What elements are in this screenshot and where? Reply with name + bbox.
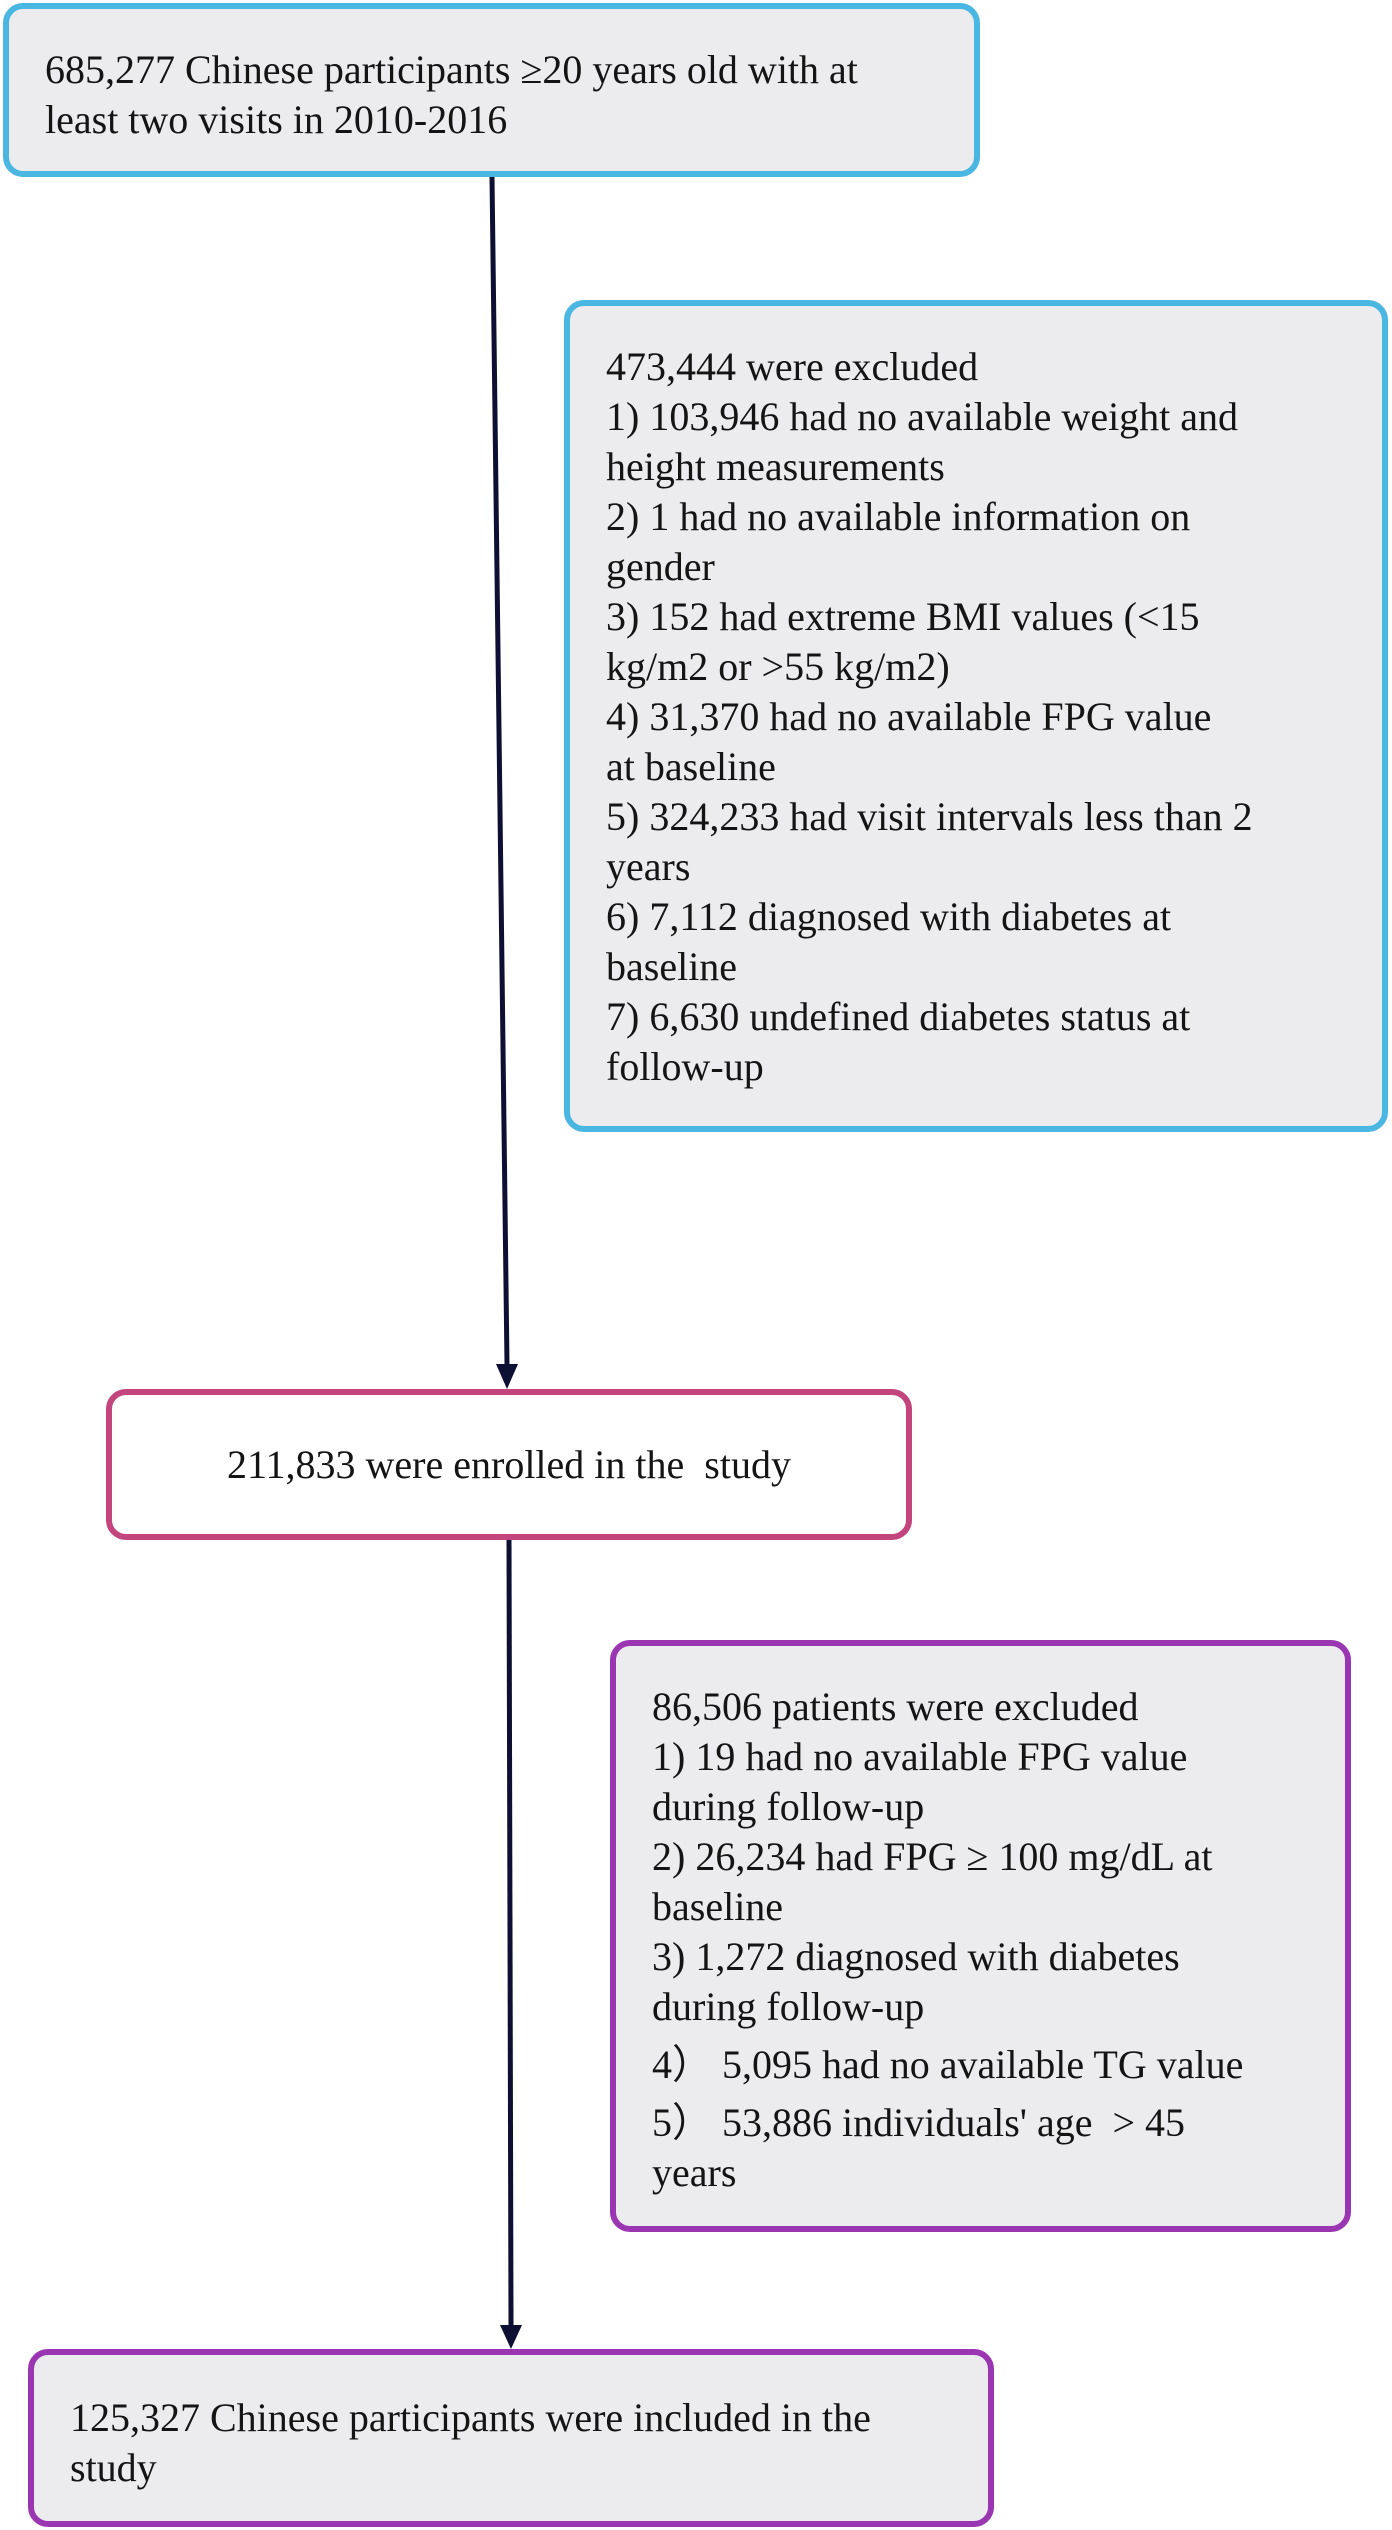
exclusion-1-line: follow-up [606,1044,764,1089]
exclusion-1-line: 5) 324,233 had visit intervals less than… [606,794,1253,839]
arrowhead-final [500,2325,522,2349]
start-line: 685,277 Chinese participants ≥20 years o… [45,47,858,92]
arrowhead-enrolled [496,1364,518,1389]
exclusion-box-2: 86,506 patients were excluded 1) 19 had … [610,1640,1351,2232]
final-line: 125,327 Chinese participants were includ… [70,2395,871,2440]
exclusion-1-line: 3) 152 had extreme BMI values (<15 [606,594,1200,639]
exclusion-1-line: height measurements [606,444,945,489]
exclusion-2-line: baseline [652,1884,784,1929]
exclusion-2-line: years [652,2150,737,2195]
exclusion-2-heading: 86,506 patients were excluded [652,1684,1139,1729]
exclusion-1-line: kg/m2 or >55 kg/m2) [606,644,950,689]
exclusion-1-line: 7) 6,630 undefined diabetes status at [606,994,1191,1039]
exclusion-1-line: 6) 7,112 diagnosed with diabetes at [606,894,1172,939]
exclusion-1-line: years [606,844,691,889]
exclusion-1-line: at baseline [606,744,776,789]
final-box: 125,327 Chinese participants were includ… [28,2349,994,2527]
exclusion-1-line: 1) 103,946 had no available weight and [606,394,1239,439]
enrolled-text: 211,833 were enrolled in the study [227,1441,791,1487]
start-box: 685,277 Chinese participants ≥20 years o… [3,3,980,177]
arrow-start-to-enrolled [489,176,510,1365]
exclusion-2-line: 1) 19 had no available FPG value [652,1734,1188,1779]
enrolled-box: 211,833 were enrolled in the study [106,1389,912,1540]
exclusion-1-line: baseline [606,944,738,989]
exclusion-box-1: 473,444 were excluded 1) 103,946 had no … [564,300,1388,1132]
start-line: least two visits in 2010-2016 [45,97,508,142]
exclusion-1-line: 2) 1 had no available information on [606,494,1191,539]
final-line: study [70,2445,157,2490]
exclusion-2-line: 5） 53,886 individuals' age > 45 [652,2100,1186,2145]
exclusion-2-line: during follow-up [652,1784,925,1829]
exclusion-2-line: 2) 26,234 had FPG ≥ 100 mg/dL at [652,1834,1213,1879]
exclusion-1-line: gender [606,544,715,589]
exclusion-1-heading: 473,444 were excluded [606,344,979,389]
arrow-enrolled-to-final [506,1539,514,2326]
exclusion-2-line: 3) 1,272 diagnosed with diabetes [652,1934,1180,1979]
exclusion-2-line: 4） 5,095 had no available TG value [652,2042,1244,2087]
exclusion-2-line: during follow-up [652,1984,925,2029]
exclusion-1-line: 4) 31,370 had no available FPG value [606,694,1212,739]
